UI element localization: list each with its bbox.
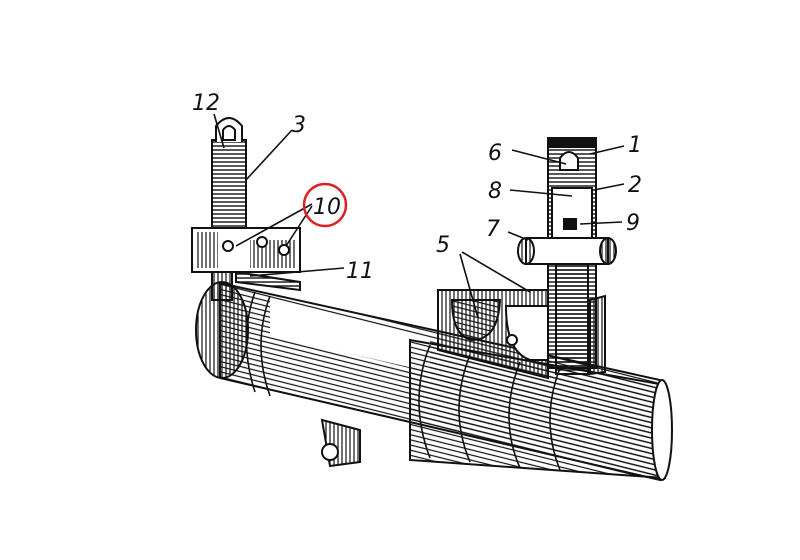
leader-10b: [285, 205, 313, 247]
leader-3: [245, 129, 293, 181]
label-9: 9: [626, 211, 640, 236]
mounting-ring: [437, 289, 549, 380]
bracket-screw: [256, 236, 268, 248]
slider-screw: [563, 218, 577, 230]
leader-9: [579, 221, 623, 225]
leader-10a: [235, 203, 313, 247]
leader-1: [589, 145, 625, 155]
highlight-circle: [302, 182, 348, 228]
front-sight-cap: [548, 138, 596, 148]
launcher-tube: [195, 281, 673, 482]
ring-saddle-right: [504, 305, 549, 361]
leader-11: [249, 267, 345, 277]
bracket-shading: [196, 232, 218, 268]
rear-sight: [191, 117, 301, 301]
tube-band: [260, 295, 271, 397]
label-10: 10: [313, 195, 341, 220]
rear-sight-clamp: [211, 271, 233, 301]
leader-5b: [461, 251, 531, 293]
tube-band: [549, 367, 561, 471]
knob-end-left: [517, 237, 535, 265]
front-sight-window: [559, 151, 579, 171]
label-1: 1: [628, 133, 642, 158]
leader-7: [507, 231, 529, 241]
label-11: 11: [346, 259, 374, 284]
leader-12: [213, 113, 225, 149]
tube-highlight: [270, 300, 430, 372]
front-sight-guard: [589, 294, 606, 376]
callout-labels: 12 3 10 11 6 1 8 2 7 9 5: [192, 91, 642, 284]
rear-sight-aperture: [222, 125, 236, 141]
label-7: 7: [486, 217, 500, 242]
bracket-screw: [222, 240, 234, 252]
label-2: 2: [628, 173, 642, 198]
front-sight: [517, 137, 617, 376]
front-sight-knob: [525, 237, 609, 265]
front-sight-lower-post: [555, 263, 589, 375]
rear-sight-blade: [211, 139, 247, 231]
label-3: 3: [292, 113, 306, 138]
leader-2: [593, 183, 625, 191]
label-8: 8: [488, 179, 502, 204]
tube-band: [458, 354, 471, 463]
tube-band: [418, 344, 431, 459]
grip-bolt: [321, 443, 339, 461]
leader-5a: [459, 253, 479, 319]
label-12: 12: [192, 91, 220, 116]
knob-end-right: [599, 237, 617, 265]
leader-lines: [213, 113, 625, 319]
label-6: 6: [488, 141, 502, 166]
bracket-screw: [278, 244, 290, 256]
leader-6: [511, 149, 567, 165]
ring-rivet: [506, 334, 518, 346]
tube-band: [245, 291, 256, 393]
tube-band: [508, 361, 521, 469]
label-5: 5: [436, 233, 450, 258]
tube-muzzle: [651, 379, 673, 481]
ring-saddle-left: [450, 299, 502, 342]
leader-8: [509, 189, 573, 197]
